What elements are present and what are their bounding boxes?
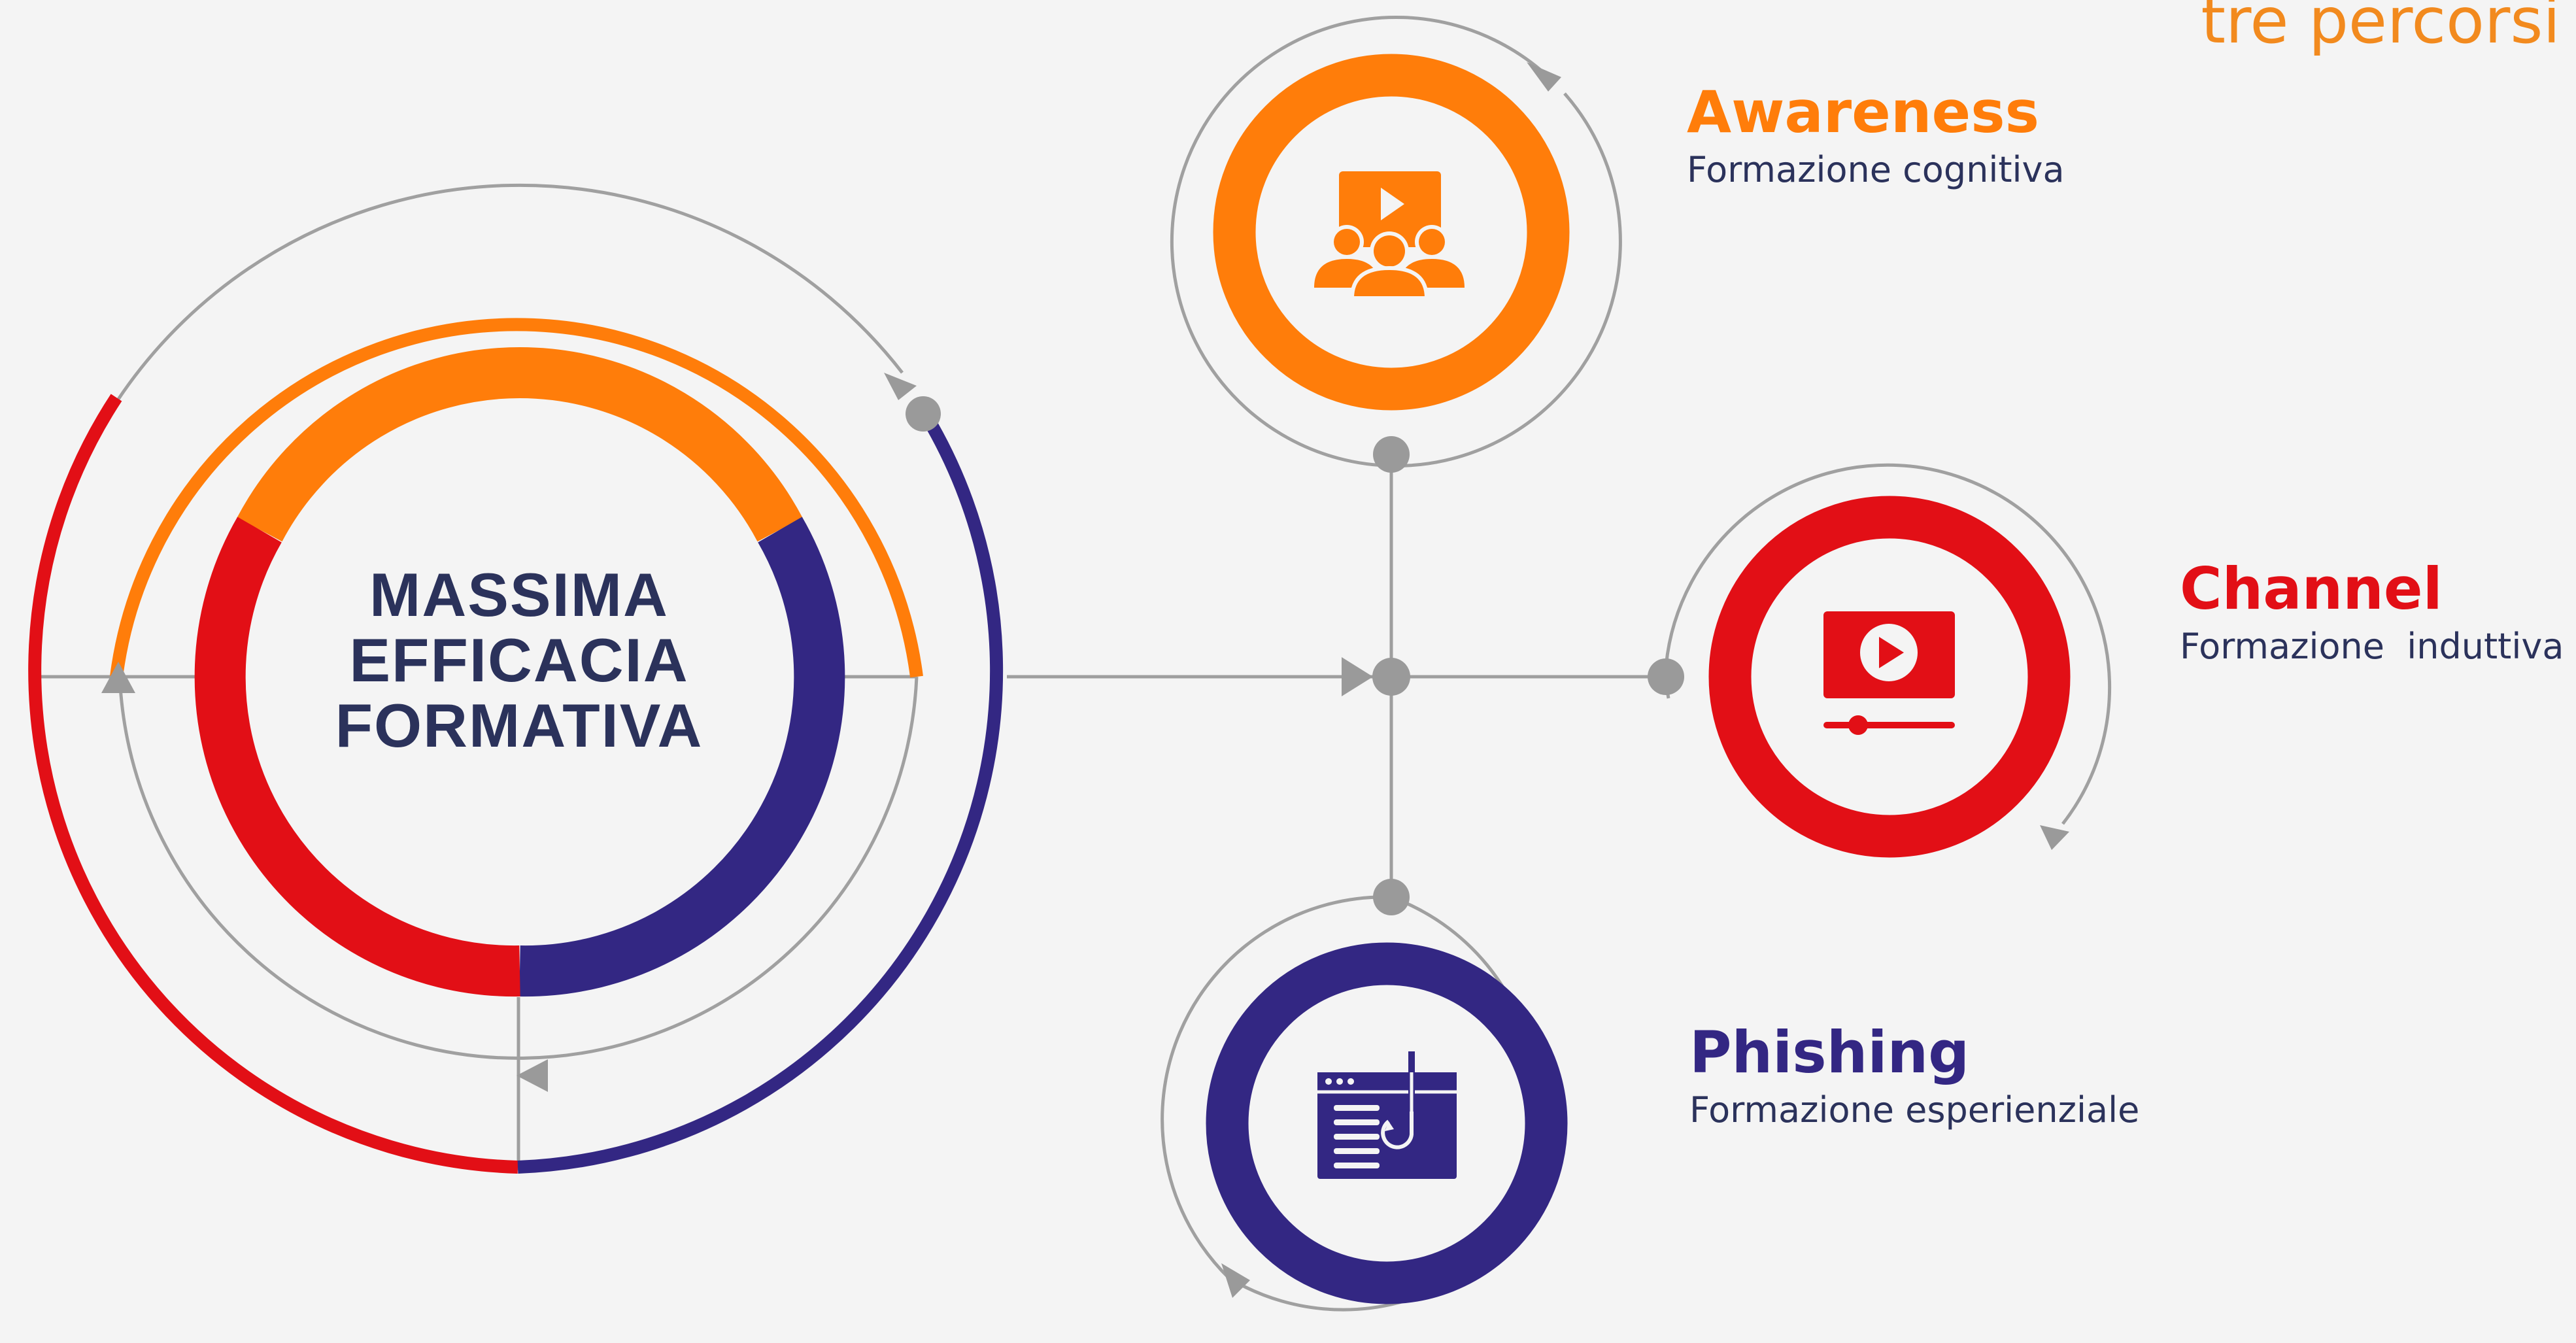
channel-subtitle: Formazione induttiva	[2180, 625, 2564, 667]
connector-lines	[39, 454, 1666, 1170]
center-label: MASSIMA EFFICACIA FORMATIVA	[323, 562, 715, 758]
bottom-arrow-icon	[517, 1059, 548, 1092]
phishing-hook-icon	[1317, 1051, 1457, 1179]
left-arrow-icon	[101, 662, 135, 693]
awareness-arrow-icon	[1527, 62, 1561, 92]
donut-navy-segment	[519, 517, 845, 997]
hub-dot	[1372, 658, 1410, 696]
page-title: tre percorsi	[2201, 0, 2560, 58]
phishing-node[interactable]	[1161, 879, 1568, 1312]
video-player-icon	[1823, 611, 1955, 735]
orbit-node-dot	[906, 396, 941, 432]
phishing-label[interactable]: Phishing Formazione esperienziale	[1689, 1021, 2139, 1133]
center-line-1: MASSIMA	[369, 560, 669, 629]
outer-red-arc	[28, 394, 518, 1174]
awareness-title: Awareness	[1687, 78, 2039, 146]
channel-ring	[1708, 496, 2071, 858]
phishing-title: Phishing	[1689, 1019, 1970, 1086]
center-line-3: FORMATIVA	[335, 691, 703, 760]
outer-gray-arc	[116, 183, 904, 401]
phishing-node-dot	[1373, 879, 1410, 915]
main-donut	[194, 347, 845, 997]
channel-node[interactable]	[1648, 463, 2112, 858]
middle-gray-arc	[118, 676, 919, 1060]
donut-red-segment	[194, 517, 520, 997]
donut-orange-segment	[237, 347, 803, 542]
channel-arrow-icon	[2040, 825, 2069, 850]
awareness-subtitle: Formazione cognitiva	[1687, 148, 2065, 190]
channel-orbit	[1663, 463, 2112, 825]
awareness-node-dot	[1373, 436, 1410, 473]
main-outer-rings	[28, 318, 1004, 1174]
channel-title: Channel	[2180, 555, 2443, 622]
phishing-subtitle: Formazione esperienziale	[1689, 1089, 2140, 1130]
phishing-ring	[1206, 942, 1568, 1304]
awareness-node[interactable]	[1170, 16, 1622, 473]
main-arrows	[101, 373, 1373, 1092]
awareness-orbit	[1170, 16, 1622, 468]
top-arrow-icon	[884, 373, 917, 400]
phishing-arrow-icon	[1221, 1263, 1250, 1298]
awareness-label[interactable]: Awareness Formazione cognitiva	[1687, 78, 2065, 193]
awareness-ring	[1213, 54, 1570, 411]
channel-node-dot	[1648, 658, 1684, 695]
center-line-2: EFFICACIA	[349, 626, 689, 694]
main-orbit-arcs	[116, 183, 919, 1060]
orange-arc	[110, 318, 923, 678]
video-audience-icon	[1314, 171, 1465, 300]
main-connector-arrow-icon	[1342, 657, 1373, 696]
outer-navy-arc	[517, 423, 1004, 1174]
channel-label[interactable]: Channel Formazione induttiva	[2180, 555, 2564, 670]
